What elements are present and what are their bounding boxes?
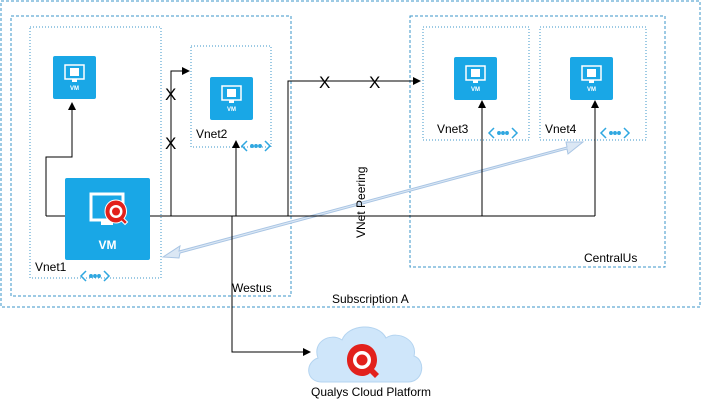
vm-icon: VM <box>53 56 96 99</box>
qualys-cloud-icon <box>308 326 423 383</box>
vm-icon: VM <box>210 77 253 120</box>
vm-label: VM <box>227 107 236 113</box>
vm-label: VM <box>70 86 79 92</box>
vnet1-label: Vnet1 <box>35 260 67 274</box>
centralus-region-boundary <box>409 15 666 268</box>
qualys-scanner-vm-icon: VM <box>65 178 150 260</box>
vm-label: VM <box>98 238 117 252</box>
westus-region-boundary <box>10 15 292 297</box>
vm-icon: VM <box>454 57 497 100</box>
subscription-boundary <box>0 0 701 308</box>
vm-label: VM <box>587 87 596 93</box>
vm-icon: VM <box>570 57 613 100</box>
peering-icon <box>79 127 631 282</box>
subscription-label: Subscription A <box>332 292 409 306</box>
vnet2-boundary <box>190 45 272 148</box>
vnet1-boundary <box>29 26 162 279</box>
blocked-mark: X <box>369 73 381 92</box>
vnet4-boundary <box>539 26 647 141</box>
westus-label: Westus <box>232 281 272 295</box>
vnet-peering-arrow <box>161 141 585 259</box>
vm-label: VM <box>471 87 480 93</box>
vnet2-label: Vnet2 <box>196 127 228 141</box>
vnet3-boundary <box>422 26 530 141</box>
connector-lines <box>45 67 599 356</box>
cloud-label: Qualys Cloud Platform <box>311 385 432 399</box>
blocked-mark: X <box>165 134 177 153</box>
blocked-mark: X <box>165 85 177 104</box>
vnet3-label: Vnet3 <box>437 122 469 136</box>
centralus-label: CentralUs <box>584 251 638 265</box>
vnet4-label: Vnet4 <box>545 122 577 136</box>
vnet-peering-label: VNet Peering <box>354 166 368 238</box>
blocked-mark: X <box>319 73 331 92</box>
